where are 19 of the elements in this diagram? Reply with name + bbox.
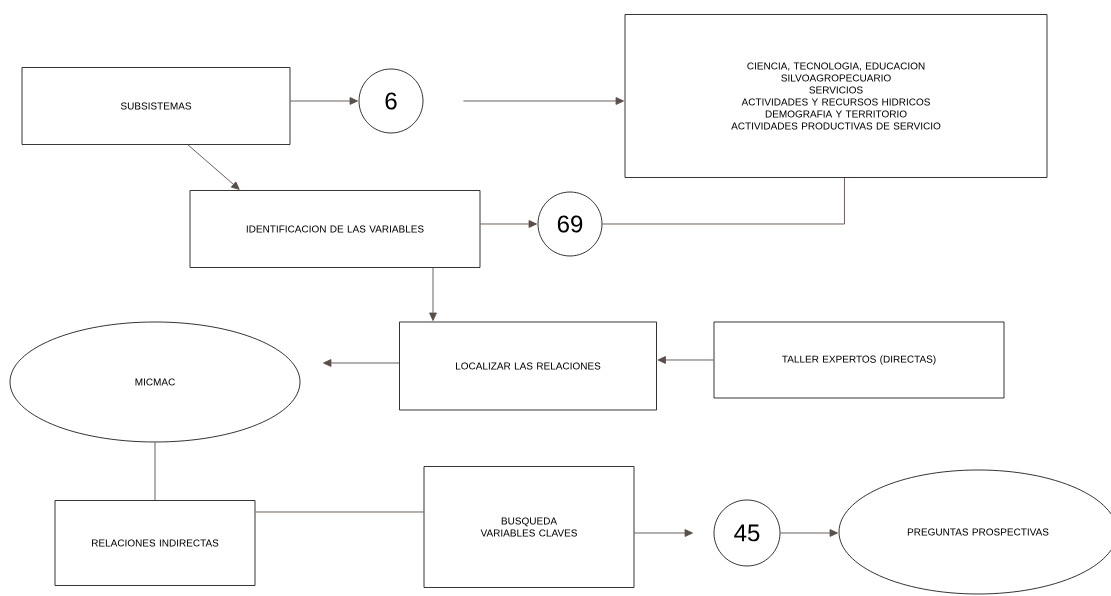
- connector-line: [154, 441, 156, 501]
- arrow: [187, 144, 240, 190]
- arrow: [657, 356, 715, 364]
- arrow: [462, 97, 624, 105]
- arrow: [289, 97, 358, 105]
- process-box: RELACIONES INDIRECTAS: [54, 500, 256, 586]
- arrow: [429, 267, 437, 321]
- process-box: TALLER EXPERTOS (DIRECTAS): [713, 321, 1005, 399]
- connector-line: [254, 511, 425, 513]
- process-box: BUSQUEDA VARIABLES CLAVES: [423, 466, 635, 588]
- connector-line: [601, 177, 845, 225]
- arrow: [479, 220, 537, 228]
- arrow: [779, 529, 838, 537]
- arrow: [633, 529, 693, 537]
- process-box: SUBSISTEMAS: [21, 67, 291, 145]
- arrow: [323, 359, 400, 367]
- category-box: CIENCIA, TECNOLOGIA, EDUCACION SILVOAGROPECUARIO SERVICIOS ACTIVIDADES Y RECURSOS HIDRICOS DEMOGRAFIA Y TERRITORIO ACTIVIDADES PRODUCTIVAS DE SERVICIO: [624, 14, 1048, 178]
- process-box: LOCALIZAR LAS RELACIONES: [399, 321, 657, 411]
- process-box: IDENTIFICACION DE LAS VARIABLES: [189, 190, 481, 268]
